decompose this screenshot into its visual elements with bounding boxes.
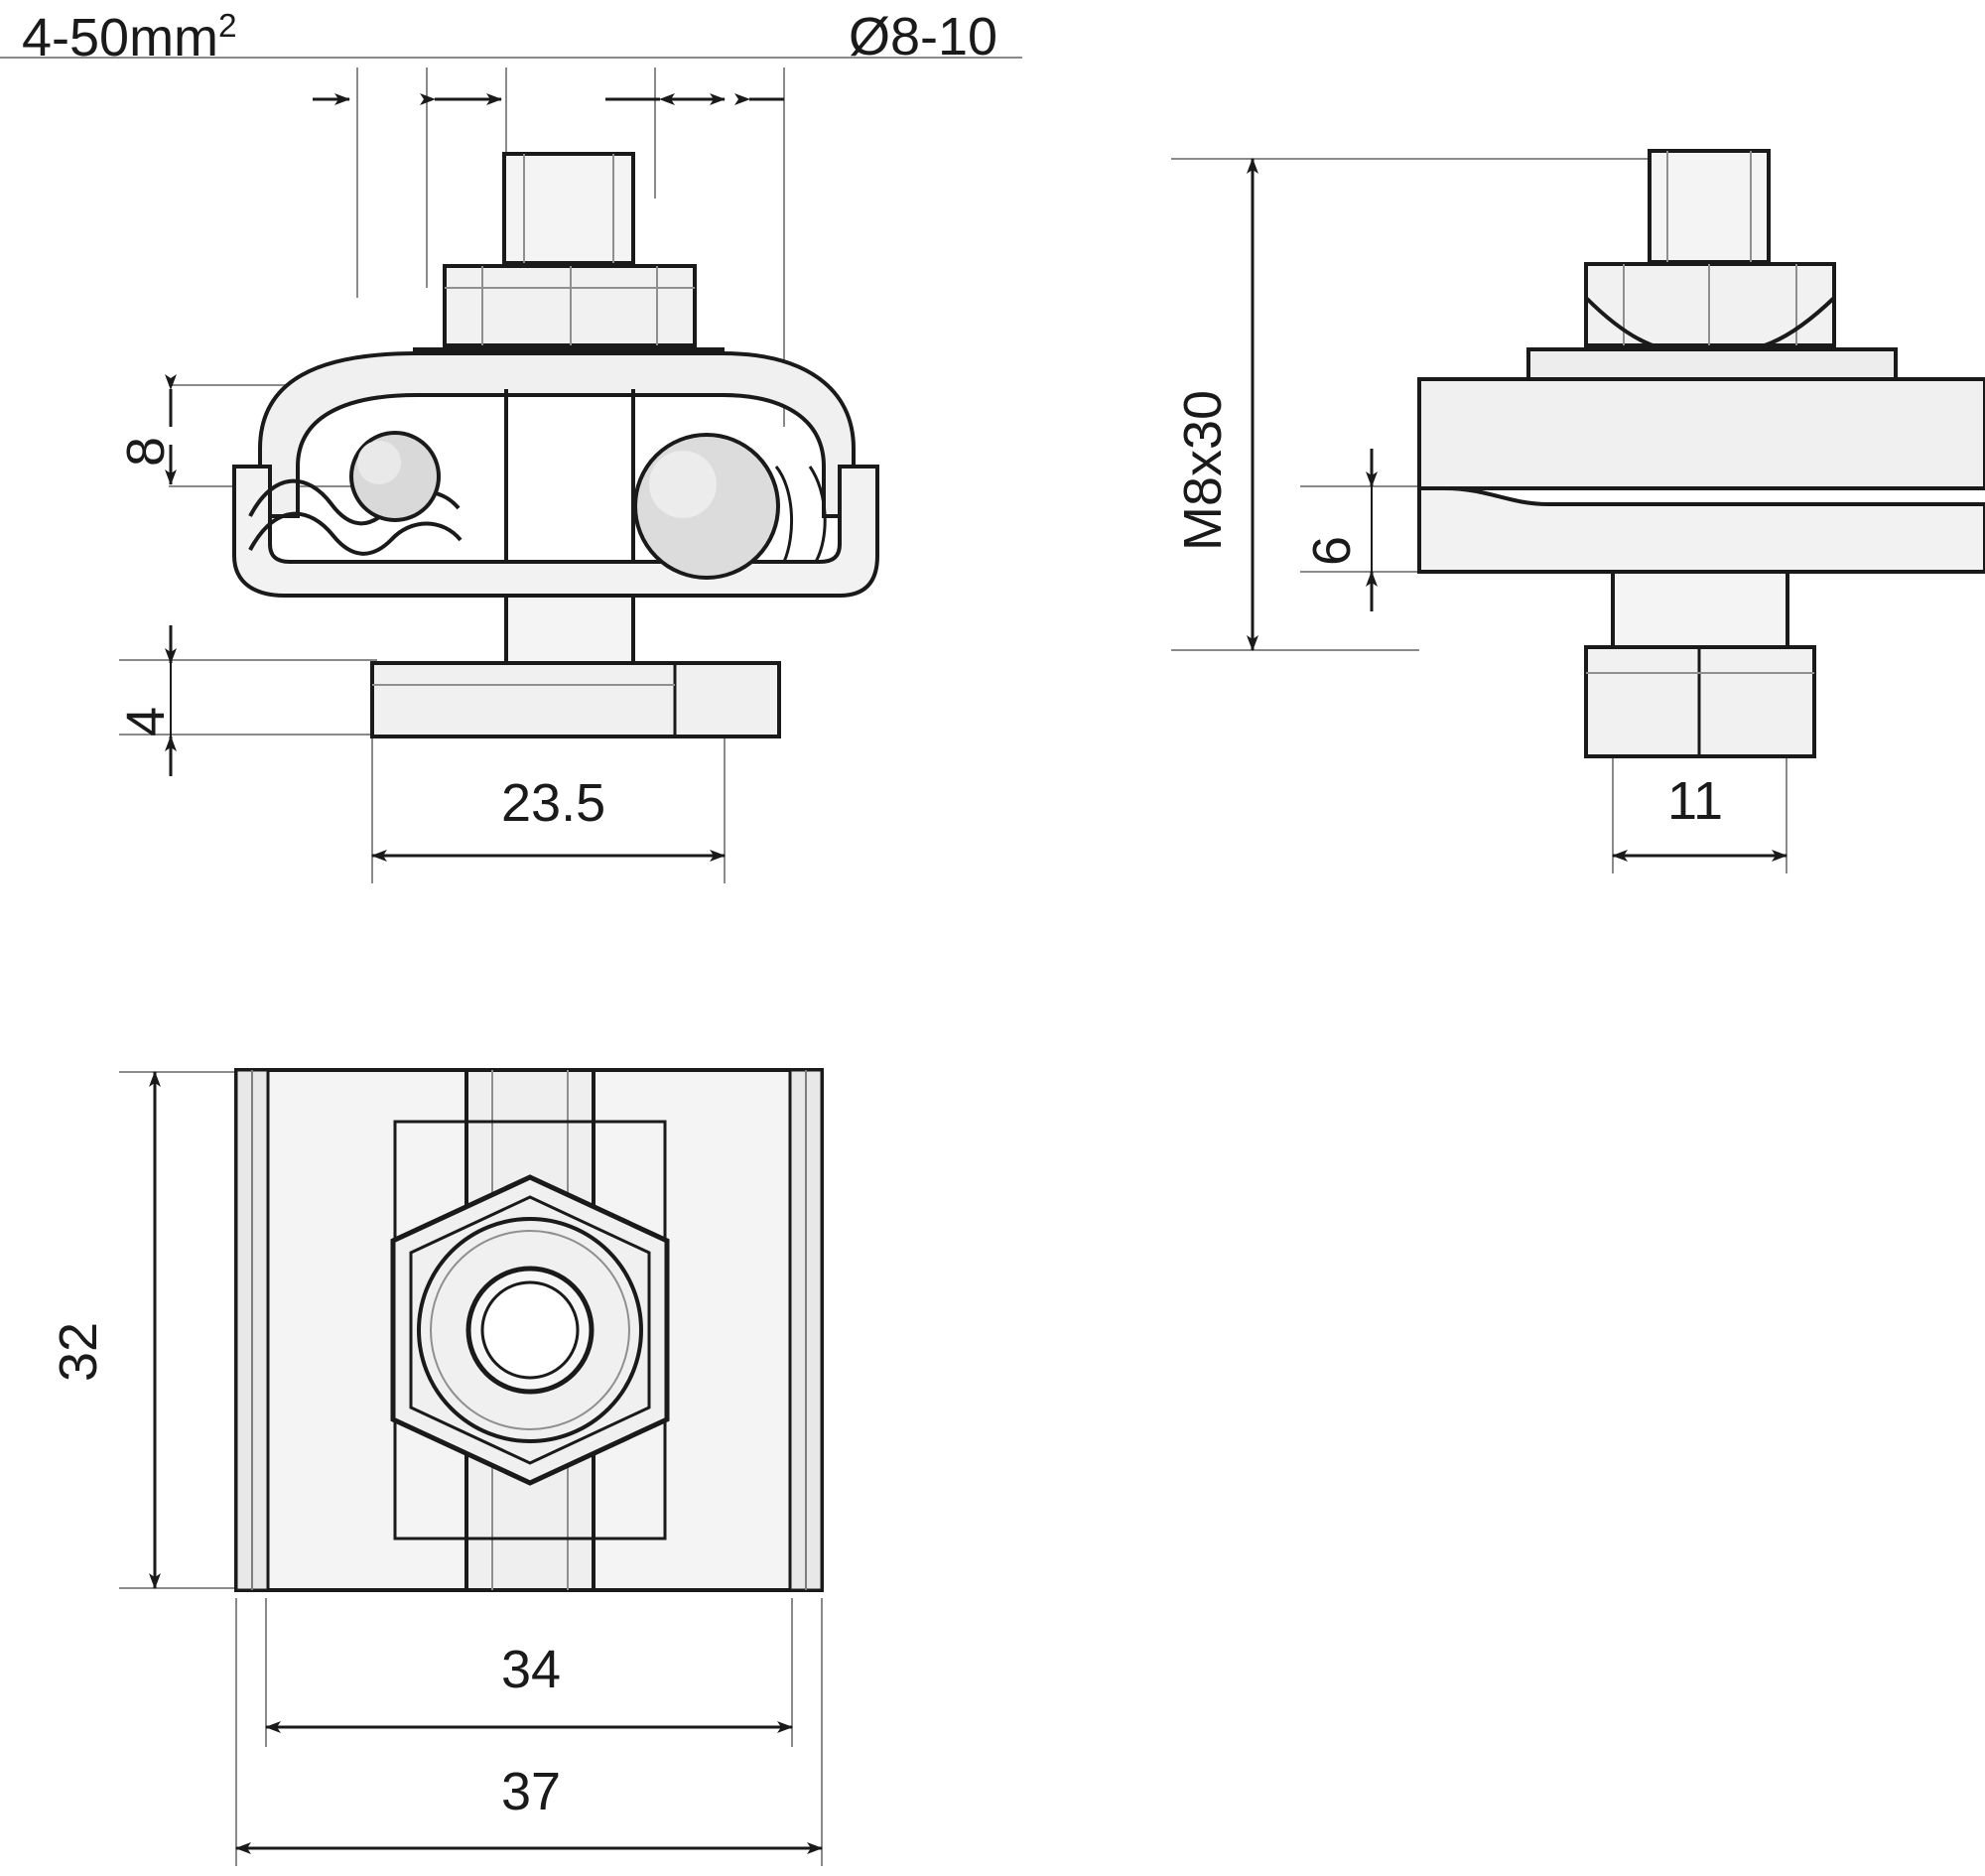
- label-height-4: 4: [116, 706, 176, 737]
- label-width-34: 34: [501, 1640, 562, 1699]
- front-view-geometry: [0, 57, 1022, 883]
- label-conductor-range: 4-50mm2: [22, 8, 237, 67]
- label-rod-diameter: Ø8-10: [849, 7, 998, 67]
- top-view-geometry: [119, 1068, 824, 1866]
- label-height-8: 8: [116, 436, 176, 467]
- side-view-geometry: [1171, 149, 1985, 873]
- label-height-32: 32: [49, 1321, 108, 1382]
- label-bolt-spec: M8x30: [1173, 389, 1233, 551]
- label-width-11: 11: [1667, 771, 1724, 831]
- label-width-23-5: 23.5: [501, 773, 606, 833]
- label-height-6: 6: [1302, 535, 1362, 566]
- label-width-37: 37: [501, 1762, 562, 1821]
- label-conductor-range-exponent: 2: [218, 8, 237, 45]
